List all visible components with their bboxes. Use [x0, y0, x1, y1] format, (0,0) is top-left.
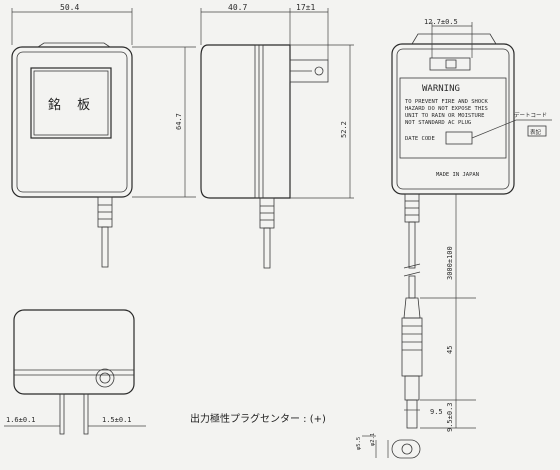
prong-slot-inner	[445, 59, 457, 69]
plug-inner-dia-label: φ2.1	[370, 433, 376, 446]
side-width-label: 40.7	[228, 3, 247, 12]
plug-end-hole	[401, 443, 413, 455]
side-view: 40.7 17±1 52.2	[200, 3, 354, 269]
plug-outer-dia-label: φ5.5	[356, 437, 362, 450]
made-in-text: MADE IN JAPAN	[436, 172, 479, 178]
plug-sleeve	[404, 375, 420, 401]
pin-right-label: 1.5±0.1	[102, 416, 132, 424]
prong-length-label: 17±1	[296, 3, 315, 12]
front-width-label: 50.4	[60, 3, 79, 12]
callout-value: 表記	[530, 128, 542, 136]
rear-body	[391, 43, 515, 195]
front-top-lip	[37, 42, 111, 48]
nameplate-frame	[30, 67, 112, 139]
plug-body	[401, 317, 423, 377]
front-view: 50.4 64.7	[11, 3, 196, 268]
prong-hole	[314, 66, 324, 76]
plug-gap-label: 9.5	[430, 408, 443, 416]
side-body	[200, 44, 291, 199]
side-cord	[263, 227, 271, 269]
pin-left-label: 1.6±0.1	[6, 416, 36, 424]
side-height-label: 52.2	[340, 121, 348, 138]
plug-length-label: 45	[446, 346, 454, 354]
cord-length-label: 3000±100	[446, 246, 454, 280]
warning-line-2: HAZARD DO NOT EXPOSE THIS	[405, 106, 488, 112]
prong-slot	[429, 57, 471, 71]
front-body-inner	[16, 51, 128, 193]
prong-spacing-label: 12.7±0.5	[424, 18, 458, 26]
plug-neck	[403, 297, 421, 319]
rear-body-inner	[396, 48, 510, 190]
polarity-caption: 出力極性プラグセンター : (+)	[190, 414, 326, 425]
bottom-view: 1.6±0.1 1.5±0.1	[4, 309, 146, 435]
warning-line-1: TO PREVENT FIRE AND SHOCK	[405, 99, 488, 105]
bottom-body	[13, 309, 135, 395]
rear-view: 12.7±0.5 WARNING TO PREVENT FIRE AND SHO…	[356, 18, 552, 459]
warning-title: WARNING	[422, 84, 460, 94]
rear-cord-upper	[408, 221, 416, 269]
plug-tip	[406, 399, 418, 429]
pin-right	[83, 393, 89, 435]
front-height-label: 64.7	[175, 113, 183, 130]
callout-box	[527, 125, 547, 137]
warning-line-3: UNIT TO RAIN OR MOISTURE	[405, 113, 484, 119]
nameplate-label: 銘 板	[48, 98, 97, 113]
date-code-box	[445, 131, 473, 145]
rear-top-lip	[411, 33, 497, 45]
front-cord	[101, 226, 109, 268]
pin-left	[59, 393, 65, 435]
plug-tip-label: 9.5±0.3	[446, 402, 454, 432]
warning-line-4: NOT STANDARD AC PLUG	[405, 120, 471, 126]
warning-panel	[399, 77, 507, 159]
front-body	[11, 46, 133, 198]
date-code-text: DATE CODE	[405, 136, 435, 142]
cord-exit	[95, 368, 115, 388]
callout-label: デートコード	[514, 111, 547, 119]
rear-cord-lower	[408, 275, 416, 299]
nameplate-inner	[33, 70, 109, 136]
plug-end-face	[391, 439, 421, 459]
